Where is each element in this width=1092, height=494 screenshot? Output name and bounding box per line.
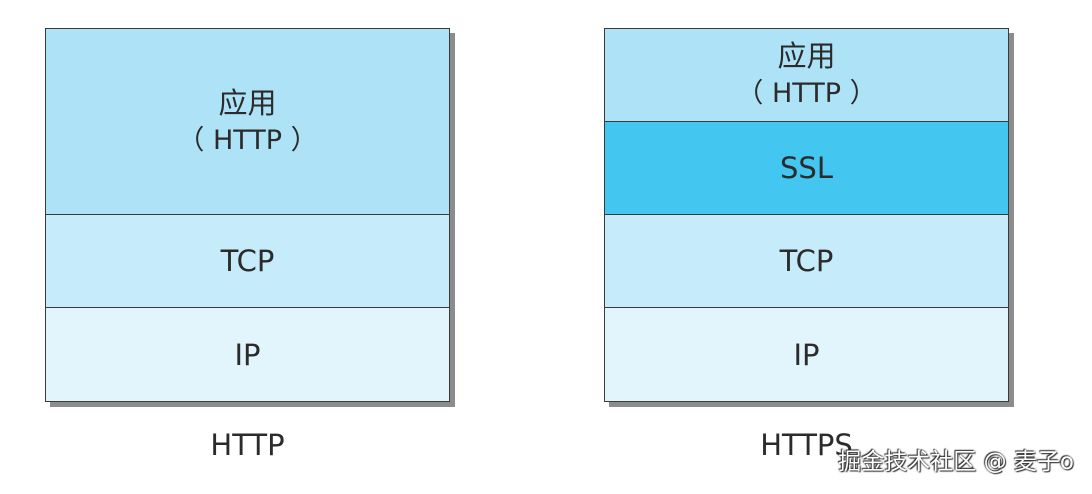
https-ssl-layer: SSL — [605, 122, 1008, 215]
application-layer-label: 应用 — [218, 85, 277, 120]
ssl-layer-label: SSL — [780, 151, 833, 185]
http-caption: HTTP — [210, 428, 285, 462]
tcp-layer-label: TCP — [779, 244, 834, 278]
ip-layer-label: IP — [793, 337, 820, 372]
watermark: 掘金技术社区 @ 麦子o — [838, 449, 1074, 475]
application-layer-protocol: （ HTTP ） — [177, 124, 318, 156]
https-application-layer: 应用 （ HTTP ） — [605, 29, 1008, 122]
http-tcp-layer: TCP — [46, 215, 449, 308]
http-application-layer: 应用 （ HTTP ） — [46, 29, 449, 215]
https-caption: HTTPS — [760, 428, 853, 462]
application-layer-protocol: （ HTTP ） — [736, 78, 877, 109]
ip-layer-label: IP — [234, 337, 261, 372]
http-stack: 应用 （ HTTP ） TCP IP — [45, 28, 450, 402]
application-layer-label: 应用 — [777, 39, 836, 73]
https-tcp-layer: TCP — [605, 215, 1008, 308]
http-ip-layer: IP — [46, 308, 449, 401]
tcp-layer-label: TCP — [220, 244, 275, 278]
https-ip-layer: IP — [605, 308, 1008, 401]
https-stack: 应用 （ HTTP ） SSL TCP IP — [604, 28, 1009, 402]
